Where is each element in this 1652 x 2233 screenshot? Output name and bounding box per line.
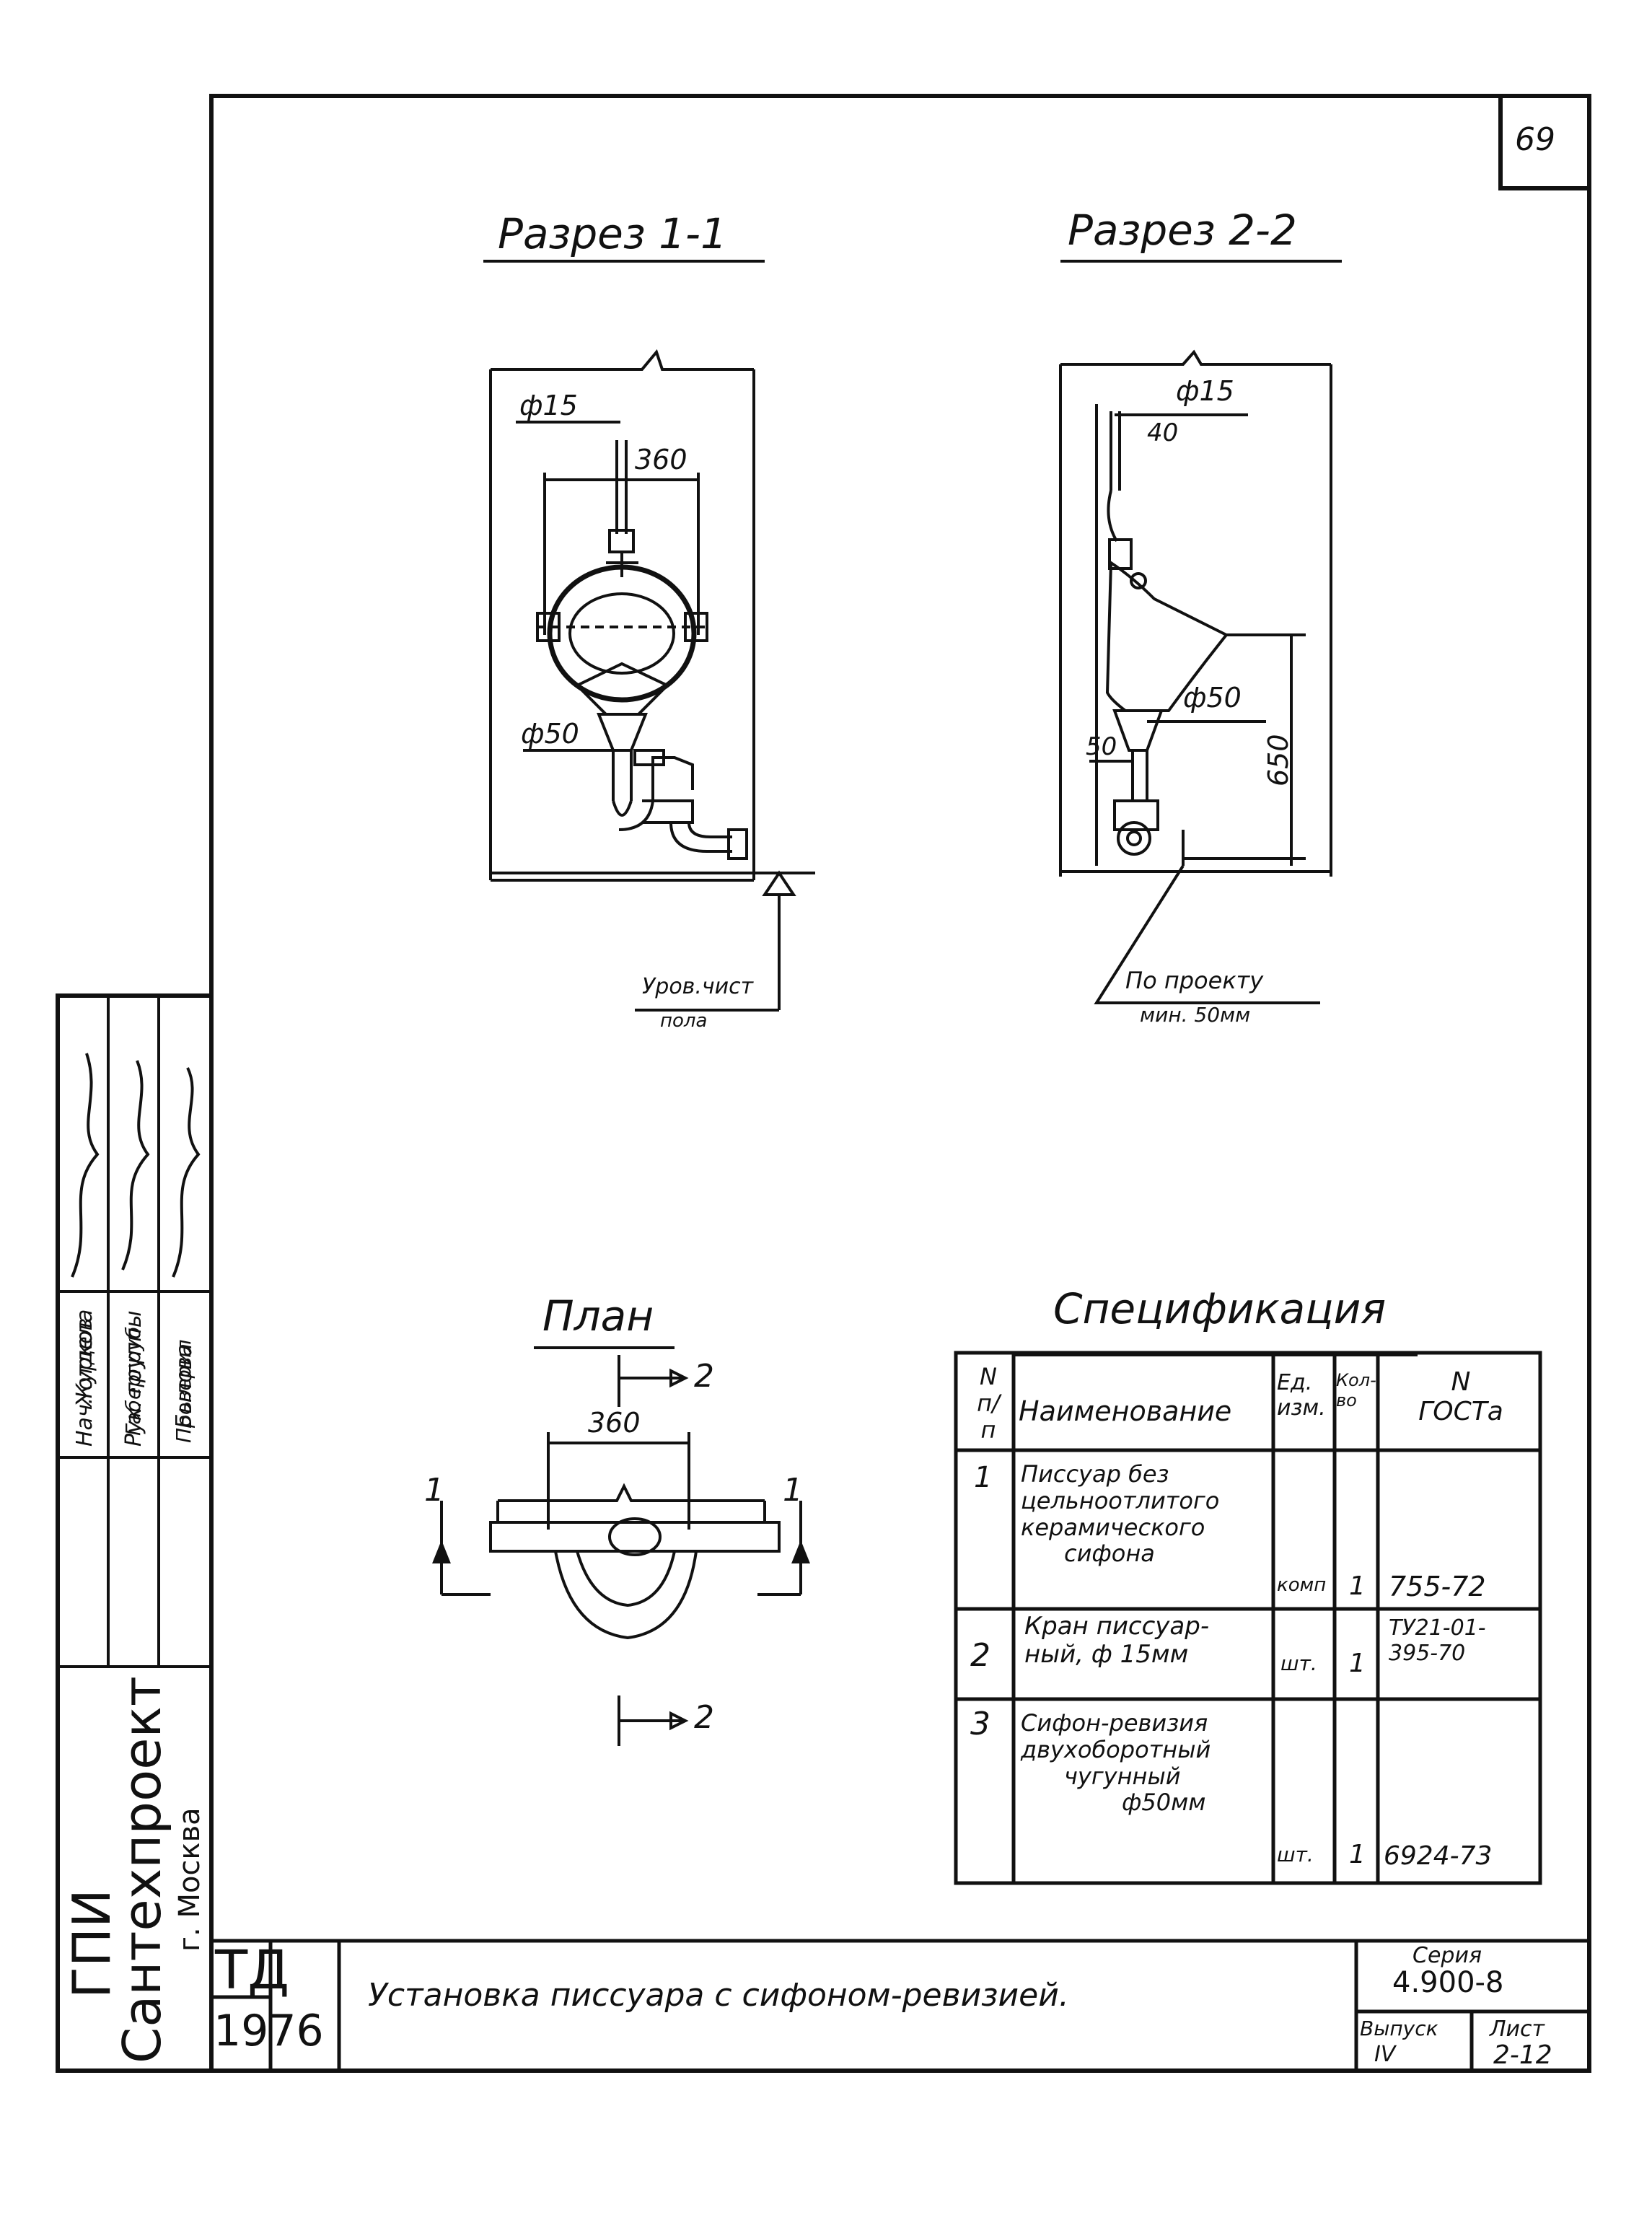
section-1-dim-pipe-top: ф15 — [519, 390, 578, 421]
issue-label: Выпуск — [1360, 2017, 1438, 2040]
spec-row-1-num: 1 — [974, 1461, 993, 1494]
spec-header-num: N п/п — [970, 1364, 1006, 1443]
spec-row-2-name-2: ный, ф 15мм — [1024, 1640, 1189, 1670]
floor-level-label: Уров.чист — [642, 974, 754, 999]
spec-row-1-unit: комп — [1277, 1574, 1327, 1596]
plan-cut-marker-bottom: 2 — [694, 1699, 714, 1736]
spec-row-3-unit: шт. — [1277, 1843, 1314, 1866]
plan-drawing — [432, 1355, 810, 1746]
stamp-name-3: Былова — [172, 1343, 197, 1429]
spec-header-gost: N ГОСТа — [1407, 1367, 1515, 1427]
stamp-strip-grid — [58, 996, 211, 1668]
org-line-3: г. Москва — [173, 1807, 206, 1952]
spec-row-1-name-1: Писсуар без — [1021, 1460, 1169, 1488]
spec-row-1-name-2: цельноотлитого — [1021, 1486, 1220, 1514]
spec-row-2-unit: шт. — [1280, 1651, 1317, 1675]
spec-row-3-name-2: двухоборотный — [1021, 1735, 1211, 1763]
sheet-number: 69 — [1515, 121, 1555, 158]
sheet-number-box — [1498, 94, 1591, 190]
section-1-drawing — [489, 348, 815, 1012]
spec-row-2-name: Кран писсуар- ный, ф 15мм — [1024, 1612, 1210, 1670]
signatures — [71, 1053, 201, 1278]
spec-header-gost-1: N — [1451, 1367, 1471, 1397]
spec-header-qty-2: во — [1336, 1390, 1357, 1411]
spec-row-3-qty: 1 — [1349, 1840, 1366, 1869]
issue-value: IV — [1374, 2042, 1396, 2067]
section-2-dim-pipe-top: ф15 — [1176, 375, 1234, 407]
title-block-lines — [211, 1939, 1589, 2071]
spec-row-1-name-4: сифона — [1064, 1540, 1155, 1568]
spec-row-3-name-4: ф50мм — [1122, 1789, 1206, 1817]
sheet-frame — [209, 94, 1591, 2073]
section-1-title: Разрез 1-1 — [498, 209, 727, 258]
spec-row-3-gost: 6924-73 — [1384, 1841, 1493, 1871]
section-2-dim-pipe-bottom: ф50 — [1183, 682, 1242, 714]
sheet-label: Лист — [1490, 2017, 1545, 2042]
spec-row-1-qty: 1 — [1349, 1571, 1366, 1601]
spec-table-grid — [954, 1351, 1542, 1885]
spec-row-3-name-3: чугунный — [1064, 1762, 1181, 1790]
spec-row-3-name: Сифон-ревизия двухоборотный чугунный ф50… — [1021, 1710, 1211, 1816]
series-value: 4.900-8 — [1392, 1966, 1504, 1999]
spec-header-unit: Ед. изм. — [1277, 1370, 1326, 1421]
spec-row-2-name-1: Кран писсуар- — [1024, 1612, 1210, 1641]
spec-header-num-2: п/п — [977, 1389, 1000, 1444]
spec-row-2-qty: 1 — [1349, 1649, 1366, 1678]
left-stamp-strip — [56, 993, 214, 2073]
spec-row-1-gost: 755-72 — [1389, 1571, 1486, 1602]
td-year: 1976 — [214, 2006, 324, 2056]
spec-row-2-num: 2 — [970, 1637, 990, 1674]
org-line-2: Сантехпроект — [112, 1676, 172, 2063]
plan-cut-marker-left: 1 — [424, 1472, 444, 1509]
spec-header-name: Наименование — [1019, 1395, 1232, 1427]
stamp-name-2: Габергруб — [121, 1326, 145, 1436]
spec-row-1-name: Писсуар без цельноотлитого керамического… — [1021, 1461, 1219, 1567]
spec-row-3-num: 3 — [970, 1706, 990, 1742]
spec-header-unit-2: изм. — [1277, 1395, 1326, 1421]
section-2-dim-offset-top: 40 — [1147, 418, 1179, 447]
section-2-drawing — [1059, 349, 1332, 1004]
spec-header-unit-1: Ед. — [1277, 1370, 1313, 1395]
section-2-note-2: мин. 50мм — [1140, 1003, 1251, 1027]
spec-header-qty-1: Кол- — [1336, 1370, 1376, 1390]
stamp-name-1: Журков — [72, 1317, 97, 1407]
section-2-note: По проекту — [1125, 967, 1264, 994]
section-2-dim-height: 650 — [1262, 734, 1294, 786]
plan-cut-marker-top: 2 — [694, 1358, 714, 1395]
floor-level-label-2: пола — [660, 1010, 708, 1032]
plan-cut-marker-right: 1 — [783, 1472, 803, 1509]
spec-row-3-name-1: Сифон-ревизия — [1021, 1709, 1208, 1737]
section-1-dim-width: 360 — [635, 444, 687, 475]
spec-title: Спецификация — [1053, 1284, 1387, 1333]
plan-dim-width: 360 — [588, 1407, 641, 1439]
spec-header-qty: Кол- во — [1336, 1370, 1376, 1411]
td-label: ТД — [215, 1939, 290, 2001]
plan-title: План — [542, 1291, 654, 1341]
spec-row-2-gost-2: 395-70 — [1389, 1640, 1466, 1666]
series-label: Серия — [1412, 1943, 1482, 1968]
spec-row-1-name-3: керамического — [1021, 1513, 1205, 1541]
spec-row-2-gost-1: ТУ21-01- — [1389, 1615, 1486, 1641]
drawing-title: Установка писсуара с сифоном-ревизией. — [368, 1977, 1069, 2014]
section-1-dim-pipe-bottom: ф50 — [521, 718, 579, 750]
spec-row-2-gost: ТУ21-01- 395-70 — [1389, 1615, 1486, 1666]
section-2-dim-offset-bottom: 50 — [1086, 732, 1117, 761]
section-2-title: Разрез 2-2 — [1068, 206, 1297, 255]
spec-header-num-1: N — [980, 1363, 997, 1390]
sheet-value: 2-12 — [1493, 2040, 1552, 2070]
spec-header-gost-2: ГОСТа — [1418, 1397, 1503, 1427]
